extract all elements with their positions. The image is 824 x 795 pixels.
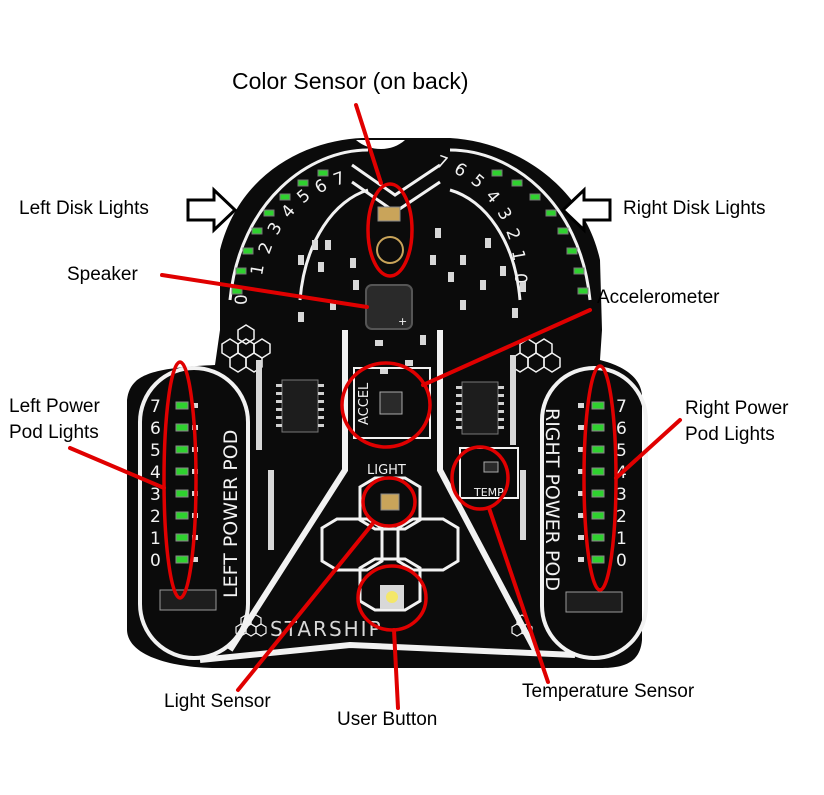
line-light-sensor: [236, 520, 376, 692]
label-speaker: Speaker: [67, 264, 138, 285]
left-pod-num-3: 3: [150, 485, 161, 505]
circle-left-pod-lights: [162, 360, 198, 600]
chip-left: [276, 379, 324, 433]
right-pod-num-5: 5: [616, 441, 627, 461]
right-pod-num-7: 7: [616, 397, 627, 417]
right-pod-num-6: 6: [616, 419, 627, 439]
disk-num-right-1: 1: [507, 248, 529, 262]
right-pod-title: RIGHT POWER POD: [541, 408, 563, 591]
chip-right: [456, 381, 504, 435]
disk-arc-outer: [228, 148, 369, 301]
right-pod-outline: [540, 366, 648, 660]
label-right-power-pod-line2: Pod Lights: [685, 424, 775, 445]
line-color-sensor: [354, 103, 383, 185]
circle-accelerometer: [340, 361, 432, 449]
smd-parts: [298, 228, 526, 374]
left-pod-num-4: 4: [150, 463, 161, 483]
label-left-power-pod-line1: Left Power: [9, 396, 100, 417]
label-left-power-pod: Left Power Pod Lights: [9, 394, 100, 446]
chip-left-pod: [159, 589, 217, 611]
label-right-power-pod: Right Power Pod Lights: [685, 396, 789, 448]
temp-chip: [483, 461, 499, 473]
right-pod-num-2: 2: [616, 507, 627, 527]
right-pod-leds: [591, 401, 605, 564]
label-right-power-pod-line1: Right Power: [685, 398, 789, 419]
left-pod-num-0: 0: [150, 551, 161, 571]
left-pod-leds: [175, 401, 189, 564]
left-pod-title: LEFT POWER POD: [220, 430, 242, 598]
chip-right-pod: [565, 591, 623, 613]
label-accelerometer: Accelerometer: [597, 287, 720, 308]
left-pod-numbers: 7 6 5 4 3 2 1 0: [150, 397, 161, 571]
temp-label: TEMP: [473, 486, 504, 499]
disk-num-right-0: 0: [510, 273, 530, 284]
right-disk-leds: [491, 169, 589, 295]
light-label: LIGHT: [367, 463, 406, 478]
hex-pattern-left: [221, 324, 271, 373]
line-temp-sensor: [487, 506, 550, 684]
accel-label: ACCEL: [357, 382, 372, 425]
label-right-disk-lights: Right Disk Lights: [623, 198, 766, 219]
disk-arc-inner: [298, 188, 369, 301]
label-left-power-pod-line2: Pod Lights: [9, 422, 99, 443]
color-sensor-pad: [377, 206, 401, 222]
left-pod-outline: [138, 366, 250, 660]
light-sensor-pad: [380, 493, 400, 511]
accel-chip: [379, 391, 403, 415]
line-accelerometer: [421, 308, 592, 387]
disk-arc-outer-right: [449, 148, 592, 301]
v-arm-left: [227, 330, 348, 652]
line-right-pod: [614, 418, 682, 480]
disk-num-left-0: 0: [232, 294, 252, 305]
line-user-button: [392, 628, 400, 710]
circle-light-sensor: [361, 476, 417, 528]
left-pod-num-2: 2: [150, 507, 161, 527]
disk-arc-inner-right: [449, 188, 522, 301]
bottom-bar: [199, 641, 576, 663]
line-speaker: [160, 273, 369, 309]
hex-pattern-bottom-left: [235, 614, 267, 637]
right-pod-num-1: 1: [616, 529, 627, 549]
left-pod-num-1: 1: [150, 529, 161, 549]
circle-temp-sensor: [450, 445, 510, 511]
left-pod-num-6: 6: [150, 419, 161, 439]
callout-circles: [162, 182, 618, 632]
right-pod-num-3: 3: [616, 485, 627, 505]
left-pod-num-5: 5: [150, 441, 161, 461]
label-temperature-sensor: Temperature Sensor: [522, 681, 695, 702]
speaker-plus: +: [398, 315, 407, 328]
label-color-sensor: Color Sensor (on back): [232, 68, 469, 94]
disk-num-left-1: 1: [247, 263, 269, 277]
chevron-upper: [351, 163, 441, 197]
callout-lines: [68, 103, 682, 710]
label-user-button: User Button: [337, 709, 438, 730]
left-pod-num-7: 7: [150, 397, 161, 417]
label-light-sensor: Light Sensor: [164, 691, 271, 712]
circle-color-sensor: [366, 182, 414, 278]
color-sensor-ring: [376, 236, 404, 264]
line-left-pod: [68, 446, 166, 490]
side-strips: [256, 355, 526, 550]
arrow-left-icon: [560, 186, 612, 234]
user-button-cap: [386, 591, 398, 603]
label-left-disk-lights: Left Disk Lights: [19, 198, 149, 219]
right-pod-num-0: 0: [616, 551, 627, 571]
arrow-right-icon: [186, 186, 238, 234]
left-disk-leds: [231, 169, 329, 295]
